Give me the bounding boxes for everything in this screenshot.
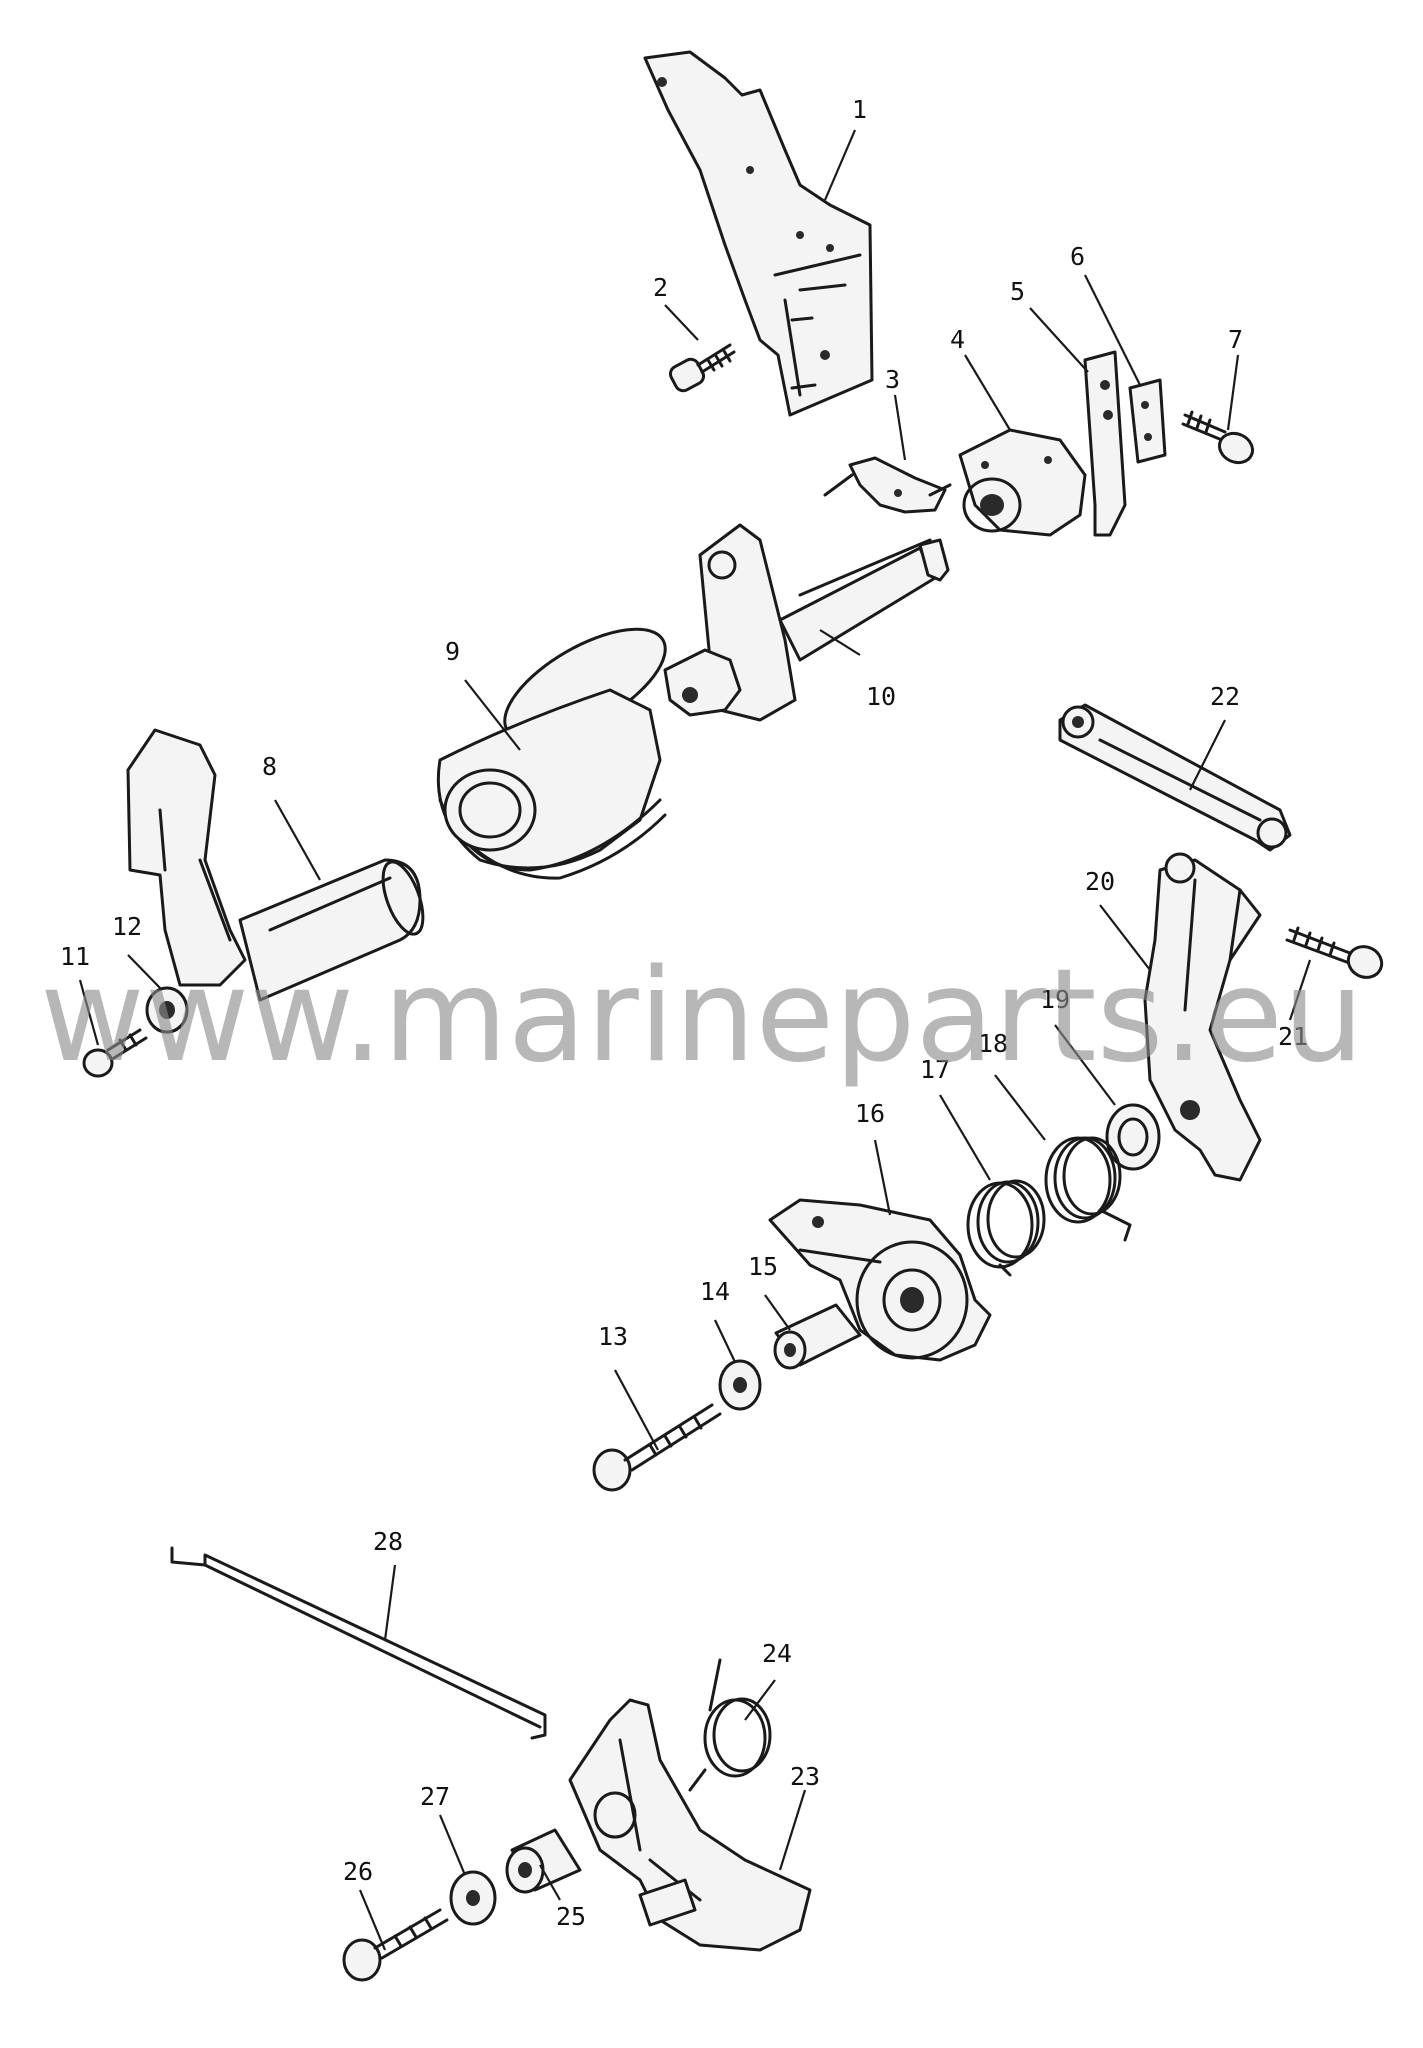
lever-icon [126,728,425,1002]
spring-icon [688,1658,772,1792]
callout-1: 1 [852,95,867,124]
watermark-text: www.marineparts.eu [40,942,1364,1091]
spring-icon [1044,1136,1132,1242]
rod-icon [170,1546,547,1740]
callout-9: 9 [445,637,460,666]
callout-8: 8 [262,752,277,781]
lever-icon [568,1698,812,1952]
link-icon [1058,703,1292,852]
callout-24: 24 [762,1639,792,1668]
screw-icon [82,1028,148,1078]
callout-23: 23 [790,1762,820,1791]
callout-21: 21 [1278,1022,1308,1051]
shaft-icon [663,523,950,722]
callout-26: 26 [343,1857,373,1886]
callout-2: 2 [653,273,668,302]
callout-25: 25 [556,1902,586,1931]
cam-icon [768,1198,992,1362]
washer-icon [1105,1103,1161,1171]
callout-10: 10 [866,682,896,711]
bolt-icon [342,1908,449,1982]
bolt-icon [592,1403,722,1492]
boot-icon [436,627,667,880]
plate-icon [1083,350,1127,537]
callout-labels: 1 2 3 4 5 6 7 8 9 10 11 12 13 14 15 16 1… [60,95,1308,1931]
callout-5: 5 [1010,277,1025,306]
washer-icon [718,1359,762,1411]
callout-12: 12 [112,912,142,941]
callout-14: 14 [700,1277,730,1306]
screw-icon [1181,410,1255,465]
retainer-icon [1128,378,1167,464]
bracket-icon [643,50,874,417]
clip-icon [823,456,952,514]
callout-3: 3 [885,365,900,394]
callout-15: 15 [748,1252,778,1281]
callout-22: 22 [1210,682,1240,711]
callout-11: 11 [60,942,90,971]
bushing-icon [958,428,1087,537]
callout-6: 6 [1070,242,1085,271]
spring-icon [966,1179,1046,1277]
callout-18: 18 [978,1029,1008,1058]
arm-icon [1143,852,1262,1182]
screw-icon [668,343,736,393]
callout-16: 16 [855,1099,885,1128]
callout-7: 7 [1228,325,1243,354]
callout-28: 28 [373,1527,403,1556]
callout-4: 4 [950,325,965,354]
spacer-icon [773,1303,862,1370]
callout-27: 27 [420,1782,450,1811]
washer-icon [145,986,189,1034]
washer-icon [449,1870,497,1926]
callout-20: 20 [1085,867,1115,896]
leader-lines [78,129,1312,1951]
callout-17: 17 [920,1055,950,1084]
spacer-icon [505,1828,582,1894]
callout-19: 19 [1040,985,1070,1014]
screw-icon [1285,926,1384,979]
callout-13: 13 [598,1322,628,1351]
